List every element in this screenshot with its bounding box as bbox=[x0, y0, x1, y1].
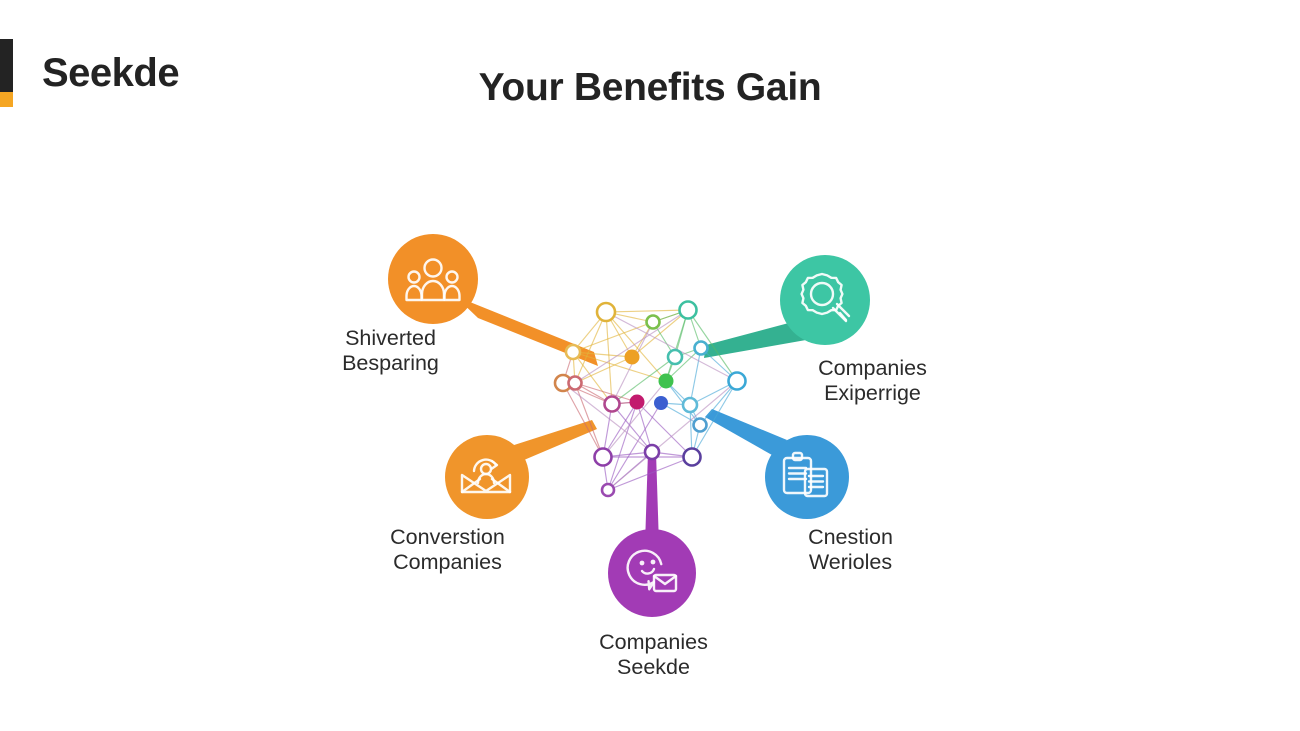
connector-cnestion-werioles bbox=[705, 409, 787, 455]
network-node bbox=[727, 371, 747, 391]
node-cnestion-werioles[interactable] bbox=[765, 435, 849, 519]
network-node bbox=[643, 443, 661, 461]
network-node bbox=[666, 348, 684, 366]
node-circle-converstion-companies[interactable] bbox=[445, 435, 529, 519]
network-node-filled bbox=[654, 396, 668, 410]
connector-converstion-companies bbox=[511, 420, 597, 460]
network-node bbox=[693, 340, 709, 356]
node-label-cnestion-werioles: Cnestion Werioles bbox=[808, 525, 893, 575]
network-node bbox=[692, 417, 708, 433]
network-node bbox=[682, 447, 702, 467]
node-companies-exiperrige[interactable] bbox=[780, 255, 870, 345]
network-node bbox=[603, 395, 621, 413]
network-node bbox=[564, 343, 582, 361]
brand-name: Seekde bbox=[42, 51, 180, 95]
people-group-icon bbox=[405, 258, 461, 302]
award-gear-icon bbox=[800, 272, 851, 323]
clipboard-documents-icon bbox=[782, 451, 829, 498]
connector-companies-seekde bbox=[645, 452, 659, 545]
page-title: Your Benefits Gain bbox=[478, 66, 822, 109]
node-companies-seekde[interactable] bbox=[608, 529, 696, 617]
envelope-user-icon bbox=[460, 458, 512, 494]
node-circle-companies-exiperrige[interactable] bbox=[780, 255, 870, 345]
network-node bbox=[595, 301, 617, 323]
connector-companies-exiperrige bbox=[704, 320, 806, 358]
network-node bbox=[678, 300, 698, 320]
network-node bbox=[645, 314, 661, 330]
brand-lockup: Seekde bbox=[0, 38, 180, 108]
node-converstion-companies[interactable] bbox=[445, 435, 529, 519]
node-label-converstion-companies: Converstion Companies bbox=[390, 525, 505, 575]
node-label-shiverted-besparing: Shiverted Besparing bbox=[342, 326, 439, 376]
connector-shiverted-besparing bbox=[455, 296, 598, 366]
chat-envelope-icon bbox=[626, 549, 678, 593]
network-node bbox=[593, 447, 613, 467]
network-node-filled bbox=[658, 373, 674, 389]
node-circle-shiverted-besparing[interactable] bbox=[388, 234, 478, 324]
network-node bbox=[681, 396, 699, 414]
brand-mark-icon bbox=[0, 39, 13, 107]
node-label-companies-seekde: Companies Seekde bbox=[599, 630, 708, 680]
network-node-filled bbox=[624, 349, 640, 365]
network-node bbox=[600, 482, 616, 498]
node-circle-cnestion-werioles[interactable] bbox=[765, 435, 849, 519]
node-label-companies-exiperrige: Companies Exiperrige bbox=[818, 356, 927, 406]
connector-lines bbox=[455, 296, 806, 545]
node-shiverted-besparing[interactable] bbox=[388, 234, 478, 324]
network-node bbox=[567, 375, 583, 391]
network-node-filled bbox=[629, 394, 645, 410]
central-network-graph bbox=[553, 300, 747, 498]
